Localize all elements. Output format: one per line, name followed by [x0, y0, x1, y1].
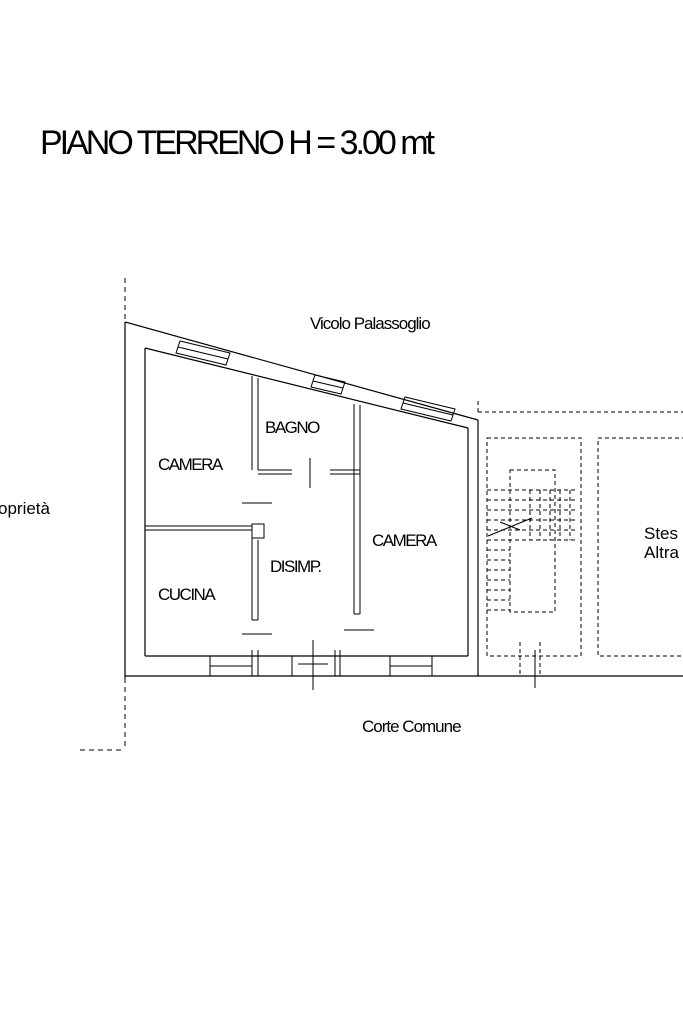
courtyard-label: Corte Comune [362, 717, 461, 736]
room-disimpegno: DISIMP. [270, 557, 321, 576]
staircase [477, 400, 683, 676]
left-cut-label: oprietà [0, 499, 51, 518]
room-camera-right: CAMERA [372, 531, 438, 550]
room-bagno: BAGNO [265, 418, 320, 437]
right-cut-label-1: Stes [644, 524, 678, 543]
interior-walls [145, 376, 374, 635]
room-camera-left: CAMERA [158, 455, 224, 474]
street-label: Vicolo Palassoglio [310, 314, 430, 333]
outer-walls [124, 321, 683, 678]
property-boundary-left [80, 278, 126, 751]
top-windows [175, 340, 456, 422]
stair-arrow [487, 517, 533, 537]
bottom-openings [209, 640, 433, 690]
right-cut-label-2: Altra [644, 543, 680, 562]
room-cucina: CUCINA [158, 585, 216, 604]
plan-title: PIANO TERRENO H = 3.00 mt [40, 124, 436, 162]
